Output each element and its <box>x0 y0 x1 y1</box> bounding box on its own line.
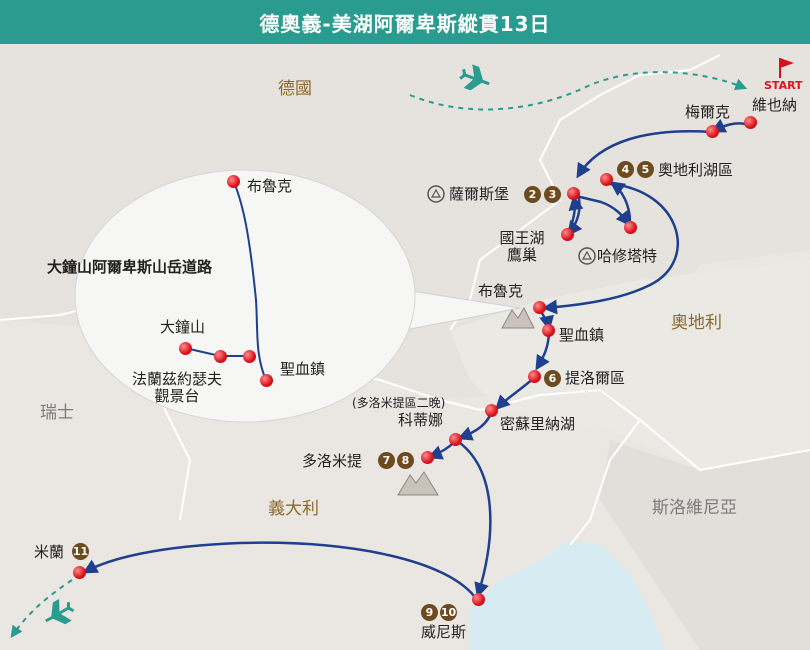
country-label-slovenia: 斯洛維尼亞 <box>652 498 737 518</box>
stop-marker-salzburg <box>567 187 580 200</box>
mountain-icon <box>501 306 535 329</box>
inset-label-bruck: 布魯克 <box>247 177 293 195</box>
stop-label-tirol: 提洛爾區 <box>565 369 626 387</box>
stop-note-cortina: (多洛米提區二晚) <box>352 396 446 410</box>
inset-marker-grossglockner <box>179 342 192 355</box>
airplane-icon <box>459 64 490 91</box>
heritage-icon <box>427 185 445 203</box>
inset-label-franz-josef-line1: 法蘭茲約瑟夫 <box>131 370 222 388</box>
day-badge: 8 <box>397 452 414 469</box>
inset-marker-bruck <box>227 175 240 188</box>
stop-label-bruck: 布魯克 <box>478 282 524 300</box>
stop-marker-heiligenblut <box>542 324 555 337</box>
stop-marker-misurina <box>485 404 498 417</box>
stop-marker-vienna <box>744 116 757 129</box>
day-badge: 2 <box>524 186 541 203</box>
heritage-icon <box>578 247 596 265</box>
stop-marker-venice <box>472 593 485 606</box>
stop-label-konigssee-line2: 鷹巢 <box>506 246 537 264</box>
inset-marker-heiligenblut <box>260 374 273 387</box>
start-flag-icon <box>779 58 794 78</box>
stop-label-milan: 米蘭 <box>34 543 65 561</box>
stop-label-salzkammergut: 奧地利湖區 <box>658 161 734 179</box>
stop-label-melk: 梅爾克 <box>685 103 731 121</box>
start-label: START <box>764 79 803 92</box>
country-label-italy: 義大利 <box>268 499 319 519</box>
stop-marker-tirol <box>528 370 541 383</box>
stop-label-hallstatt: 哈修塔特 <box>597 247 658 265</box>
stop-marker-melk <box>706 125 719 138</box>
stop-marker-konigssee <box>561 228 574 241</box>
inset-marker-junction <box>243 350 256 363</box>
stop-label-misurina: 密蘇里納湖 <box>500 415 576 433</box>
inset-label-grossglockner: 大鐘山 <box>160 318 206 336</box>
inset-label-franz-josef-line2: 觀景台 <box>154 387 200 405</box>
inset-label-heiligenblut: 聖血鎮 <box>280 360 326 378</box>
day-badge: 4 <box>617 161 634 178</box>
country-label-austria: 奧地利 <box>671 313 722 333</box>
inset-label-franz-josef: 法蘭茲約瑟夫 觀景台 <box>124 371 230 405</box>
airplane-icon <box>45 598 75 625</box>
stop-label-heiligenblut: 聖血鎮 <box>559 326 605 344</box>
inset-marker-franz-josef <box>214 350 227 363</box>
country-label-germany: 德國 <box>278 79 312 99</box>
stop-marker-milan <box>73 566 86 579</box>
inset-title: 大鐘山阿爾卑斯山岳道路 <box>47 258 213 276</box>
stop-label-salzburg: 薩爾斯堡 <box>449 185 510 203</box>
country-label-switzerland: 瑞士 <box>40 403 74 423</box>
stop-label-konigssee-line1: 國王湖 <box>499 229 545 247</box>
stop-marker-dolomites <box>421 451 434 464</box>
day-badge: 3 <box>544 186 561 203</box>
stop-marker-cortina <box>449 433 462 446</box>
stop-label-cortina: 科蒂娜 <box>398 411 444 429</box>
page-title: 德奧義-美湖阿爾卑斯縱貫13日 <box>259 11 551 36</box>
stop-marker-salzkammergut <box>600 173 613 186</box>
mountain-icon <box>397 471 439 496</box>
stop-marker-bruck <box>533 301 546 314</box>
stop-label-vienna: 維也納 <box>752 96 798 114</box>
stop-label-konigssee: 國王湖 鷹巢 <box>497 230 547 264</box>
title-bar: 德奧義-美湖阿爾卑斯縱貫13日 <box>0 0 810 44</box>
day-badge: 11 <box>72 543 89 560</box>
day-badge: 6 <box>544 370 561 387</box>
day-badge: 5 <box>637 161 654 178</box>
day-badge: 7 <box>378 452 395 469</box>
stop-label-dolomites: 多洛米提 <box>302 452 363 470</box>
day-badge: 10 <box>440 604 457 621</box>
stop-label-venice: 威尼斯 <box>421 623 467 641</box>
stop-marker-hallstatt <box>624 221 637 234</box>
day-badge: 9 <box>421 604 438 621</box>
